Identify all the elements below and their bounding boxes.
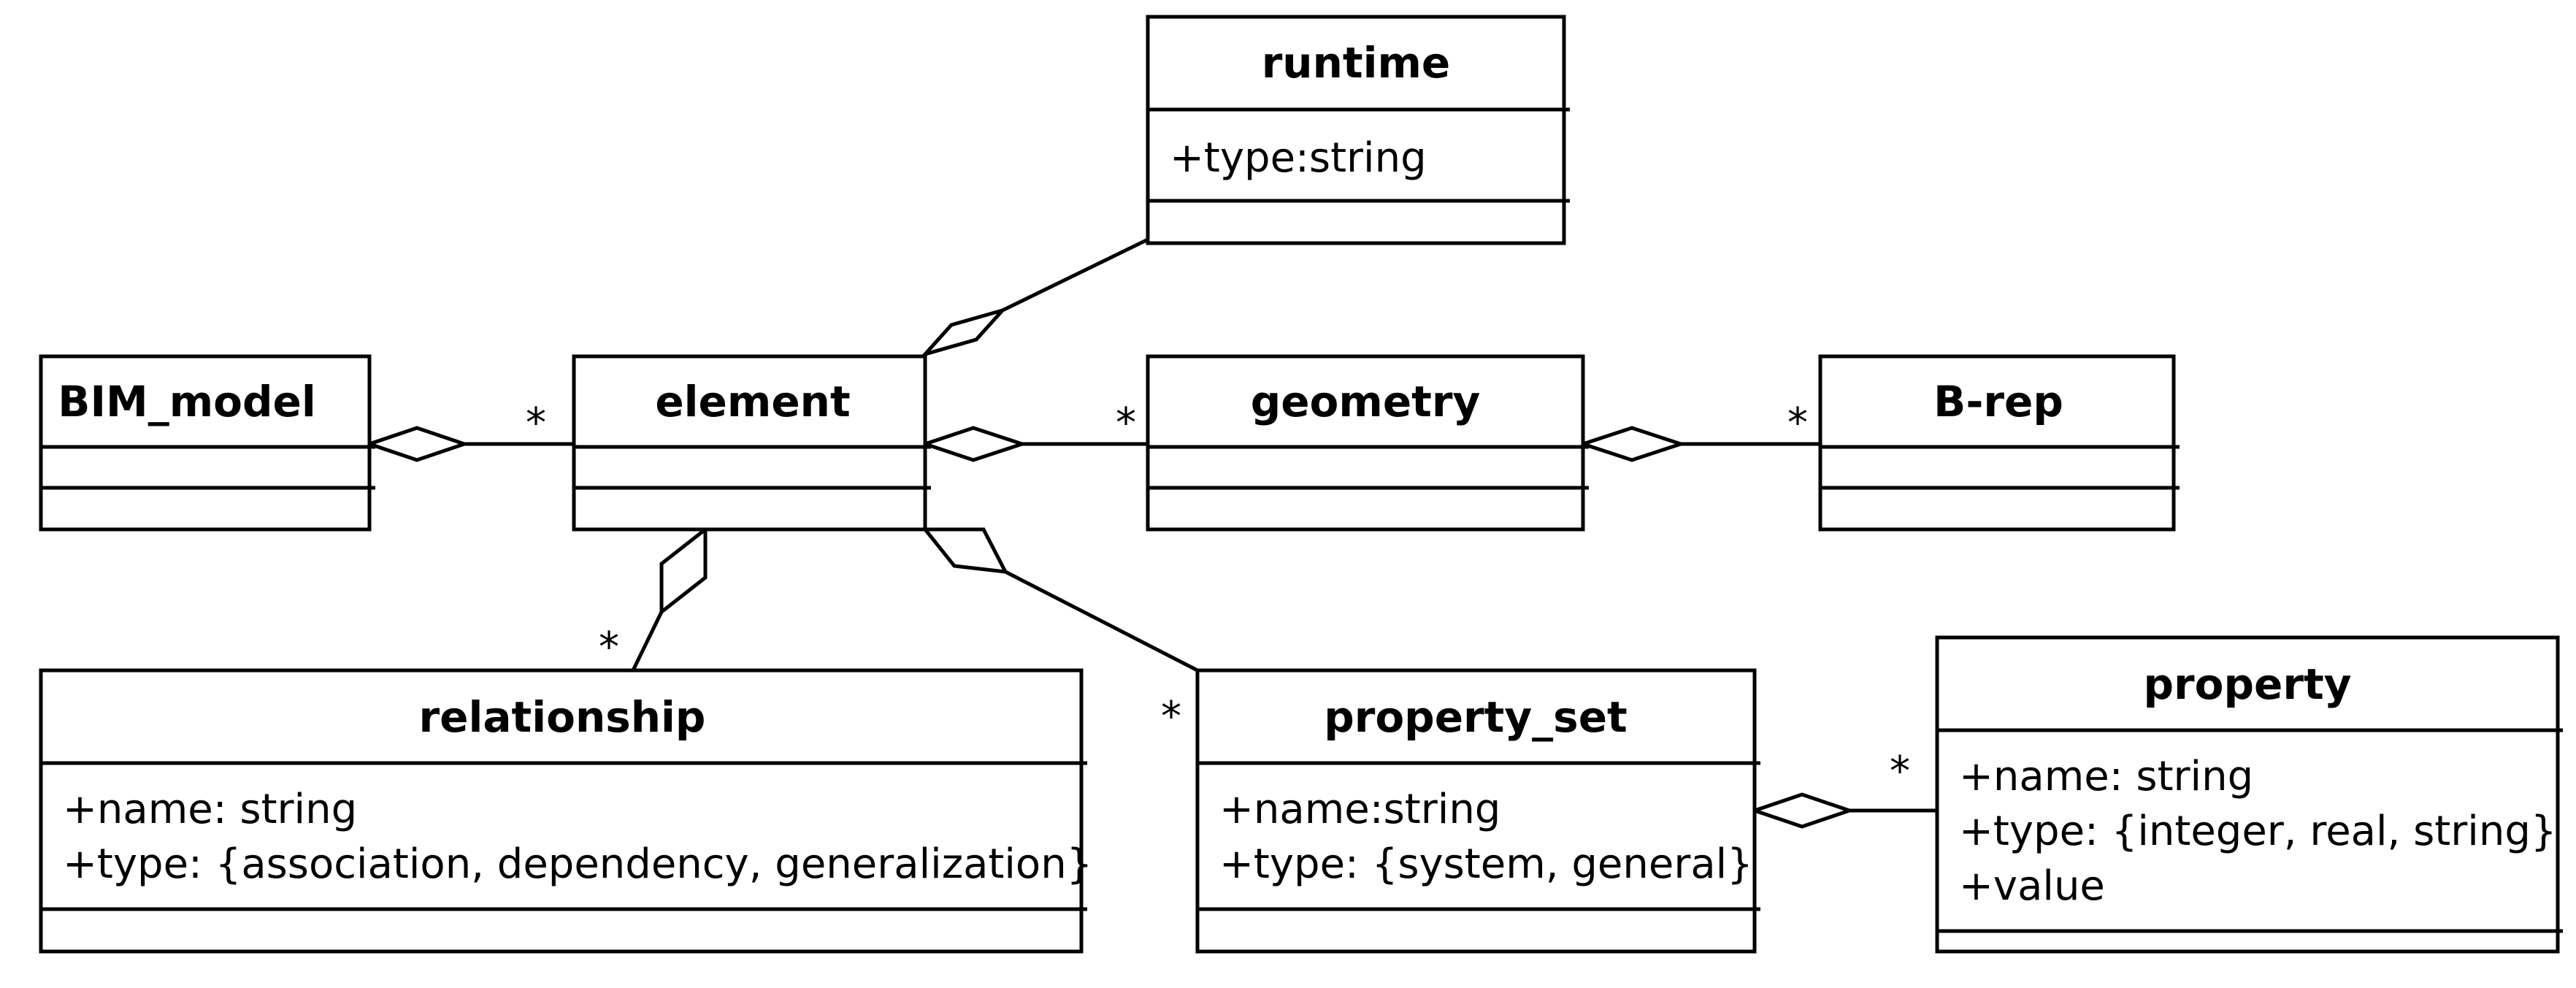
- class-geometry: geometry: [1146, 354, 1589, 532]
- attribute-runtime-type: +type:string: [1170, 134, 1427, 182]
- attribute-property-set-type: +type: {system, general}: [1219, 840, 1753, 888]
- class-brep: B-rep: [1818, 354, 2180, 532]
- multiplicity-relationship: *: [599, 624, 619, 671]
- class-relationship: relationship +name: string +type: {assoc…: [39, 668, 1092, 954]
- attribute-relationship-type: +type: {association, dependency, general…: [63, 840, 1092, 888]
- association-line-element-runtime: [1001, 237, 1149, 313]
- class-name-relationship: relationship: [419, 692, 706, 742]
- multiplicity-property-set: *: [1161, 693, 1181, 740]
- aggregation-diamond-element-property-set: [921, 527, 1009, 575]
- attribute-property-set-name: +name:string: [1219, 786, 1500, 833]
- connectors: * * * * * *: [364, 237, 1937, 829]
- multiplicity-element: *: [526, 399, 546, 447]
- class-name-runtime: runtime: [1262, 38, 1451, 88]
- attribute-property-type: +type: {integer, real, string}: [1959, 808, 2557, 855]
- attribute-property-name: +name: string: [1959, 753, 2253, 800]
- class-name-property-set: property_set: [1324, 692, 1628, 742]
- aggregation-diamond-element-geometry: [919, 426, 1029, 462]
- aggregation-diamond-property-set-property: [1749, 792, 1855, 829]
- class-name-geometry: geometry: [1251, 377, 1481, 426]
- class-bim-model: BIM_model: [39, 354, 375, 532]
- class-property: property +name: string +type: {integer, …: [1935, 635, 2563, 954]
- aggregation-diamond-element-relationship: [659, 525, 708, 616]
- attribute-relationship-name: +name: string: [63, 786, 357, 833]
- aggregation-diamond-element-runtime: [919, 307, 1008, 358]
- association-line-element-relationship: [631, 610, 664, 672]
- class-name-brep: B-rep: [1933, 377, 2063, 426]
- class-name-element: element: [655, 377, 850, 426]
- class-property-set: property_set +name:string +type: {system…: [1195, 668, 1760, 954]
- multiplicity-brep: *: [1787, 399, 1808, 447]
- association-line-element-property-set: [1004, 570, 1199, 673]
- class-name-bim-model: BIM_model: [58, 377, 316, 426]
- aggregation-diamond-bim-model: [364, 426, 470, 462]
- multiplicity-geometry: *: [1116, 399, 1136, 447]
- multiplicity-property: *: [1890, 748, 1910, 795]
- class-name-property: property: [2144, 659, 2352, 709]
- class-element: element: [572, 354, 931, 532]
- aggregation-diamond-geometry-brep: [1576, 426, 1687, 462]
- attribute-property-value: +value: [1959, 862, 2105, 910]
- class-runtime: runtime +type:string: [1146, 15, 1570, 245]
